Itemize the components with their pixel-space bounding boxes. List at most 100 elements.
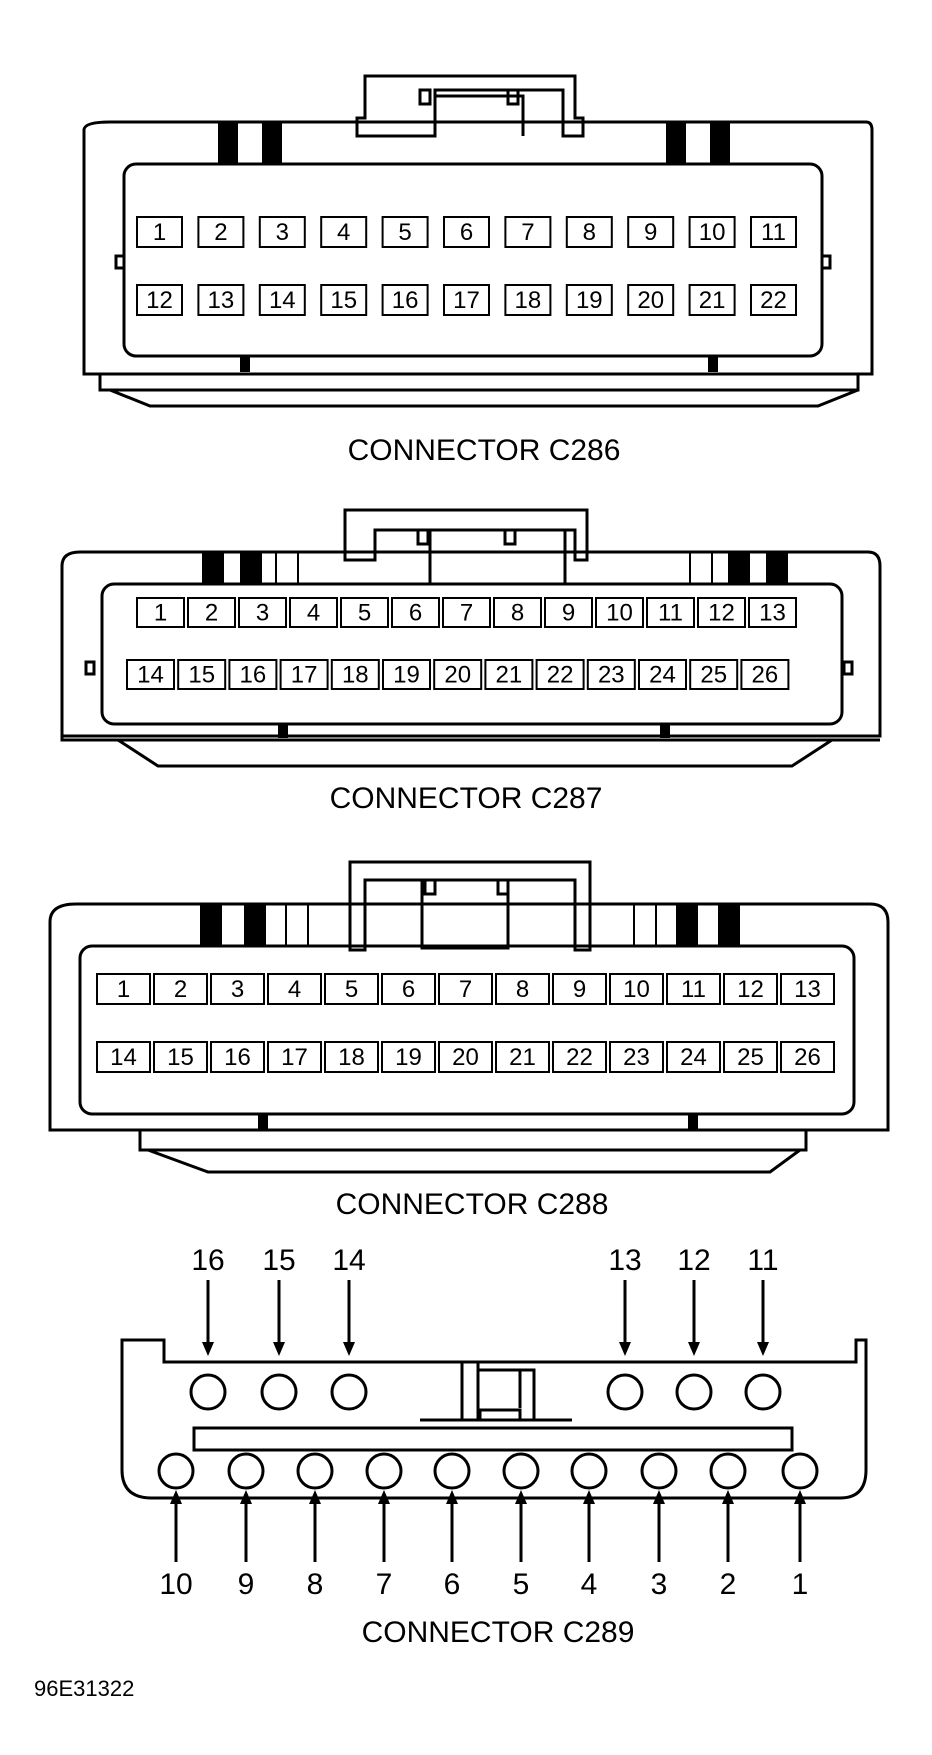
pin-number: 11 <box>747 1244 778 1277</box>
pin-label: 1 <box>153 219 166 246</box>
pin-box <box>210 973 265 1005</box>
pin-cell: 20 <box>627 284 675 316</box>
pin-label: 6 <box>409 600 422 627</box>
arrow-head <box>515 1490 527 1504</box>
connector-c288 <box>48 860 890 1174</box>
pin-box <box>535 659 585 690</box>
pin-cell: 6 <box>391 597 440 628</box>
arrow-head <box>273 1342 285 1356</box>
pin-cell: 7 <box>442 597 491 628</box>
pin-label: 17 <box>281 1044 308 1071</box>
keying-stripes-c288 <box>200 903 740 1130</box>
pin-cell: 6 <box>443 216 490 248</box>
pin-cell: 11 <box>666 973 721 1005</box>
pin-box <box>96 1041 151 1073</box>
pin-cell: 22 <box>552 1041 607 1073</box>
pin-box <box>330 659 380 690</box>
pin-label: 2 <box>205 600 218 627</box>
pin-cell: 22 <box>535 659 585 690</box>
connector-c288-caption: CONNECTOR C288 <box>336 1188 609 1221</box>
pin-box <box>153 1041 208 1073</box>
pin-number: 6 <box>444 1568 461 1601</box>
pin-label: 21 <box>496 662 523 689</box>
pin-c289: 12 <box>675 1244 713 1411</box>
pin-label: 13 <box>208 287 235 314</box>
pin-box <box>187 597 236 628</box>
pin-cell: 3 <box>210 973 265 1005</box>
pin-box <box>646 597 695 628</box>
pin-label: 10 <box>699 219 726 246</box>
pin-box <box>666 1041 721 1073</box>
pin-c289: 6 <box>433 1452 471 1601</box>
pin-box <box>324 973 379 1005</box>
pin-label: 3 <box>276 219 289 246</box>
pin-cell: 2 <box>187 597 236 628</box>
pin-c289: 14 <box>330 1244 368 1411</box>
pin-number: 13 <box>608 1244 641 1277</box>
connector-c286 <box>82 74 874 408</box>
pin-socket <box>296 1452 334 1490</box>
pin-socket <box>330 1373 368 1411</box>
pin-box <box>197 284 245 316</box>
arrow-head <box>583 1490 595 1504</box>
pin-box <box>228 659 278 690</box>
pin-label: 19 <box>395 1044 422 1071</box>
pin-label: 20 <box>452 1044 479 1071</box>
pin-box <box>595 597 644 628</box>
pin-box <box>723 1041 778 1073</box>
arrow-head <box>446 1490 458 1504</box>
pin-box <box>320 284 368 316</box>
pin-cell: 5 <box>381 216 429 248</box>
pin-number: 8 <box>307 1568 324 1601</box>
pin-box <box>443 284 490 316</box>
pin-socket <box>781 1452 819 1490</box>
pin-cell: 17 <box>443 284 490 316</box>
pin-socket <box>365 1452 403 1490</box>
pin-cell: 9 <box>627 216 675 248</box>
pin-cell: 10 <box>595 597 644 628</box>
pin-label: 9 <box>644 219 657 246</box>
arrow-head <box>343 1342 355 1356</box>
pin-number: 9 <box>238 1568 255 1601</box>
pin-c289: 5 <box>502 1452 540 1601</box>
pin-box <box>750 284 797 316</box>
pin-cell: 3 <box>238 597 287 628</box>
pin-label: 8 <box>511 600 524 627</box>
pin-number: 2 <box>720 1568 737 1601</box>
pin-cell: 13 <box>780 973 835 1005</box>
pin-cell: 18 <box>330 659 380 690</box>
connector-c289 <box>120 1338 868 1500</box>
pin-label: 12 <box>146 287 173 314</box>
pin-box <box>258 284 306 316</box>
pin-box <box>688 216 736 248</box>
pin-cell: 19 <box>381 1041 436 1073</box>
pin-number: 7 <box>376 1568 393 1601</box>
pin-socket <box>709 1452 747 1490</box>
pin-box <box>279 659 329 690</box>
pin-box <box>153 973 208 1005</box>
pin-label: 14 <box>137 662 164 689</box>
pin-number: 12 <box>677 1244 710 1277</box>
pin-cell: 19 <box>565 284 613 316</box>
pin-label: 15 <box>188 662 215 689</box>
pin-number: 5 <box>513 1568 530 1601</box>
pin-socket <box>570 1452 608 1490</box>
pin-box <box>96 973 151 1005</box>
pin-label: 21 <box>699 287 726 314</box>
pin-box <box>666 973 721 1005</box>
pin-cell: 11 <box>646 597 695 628</box>
pin-cell: 19 <box>382 659 431 690</box>
pin-label: 12 <box>708 600 735 627</box>
pin-cell: 1 <box>136 597 185 628</box>
pin-box <box>126 659 175 690</box>
pin-label: 23 <box>598 662 625 689</box>
connector-c286-caption: CONNECTOR C286 <box>348 434 621 467</box>
pin-box <box>381 216 429 248</box>
figure-id: 96E31322 <box>34 1676 134 1701</box>
pin-cell: 11 <box>750 216 797 248</box>
pin-box <box>391 597 440 628</box>
pin-box <box>340 597 389 628</box>
pin-box <box>748 597 797 628</box>
pin-cell: 5 <box>340 597 389 628</box>
